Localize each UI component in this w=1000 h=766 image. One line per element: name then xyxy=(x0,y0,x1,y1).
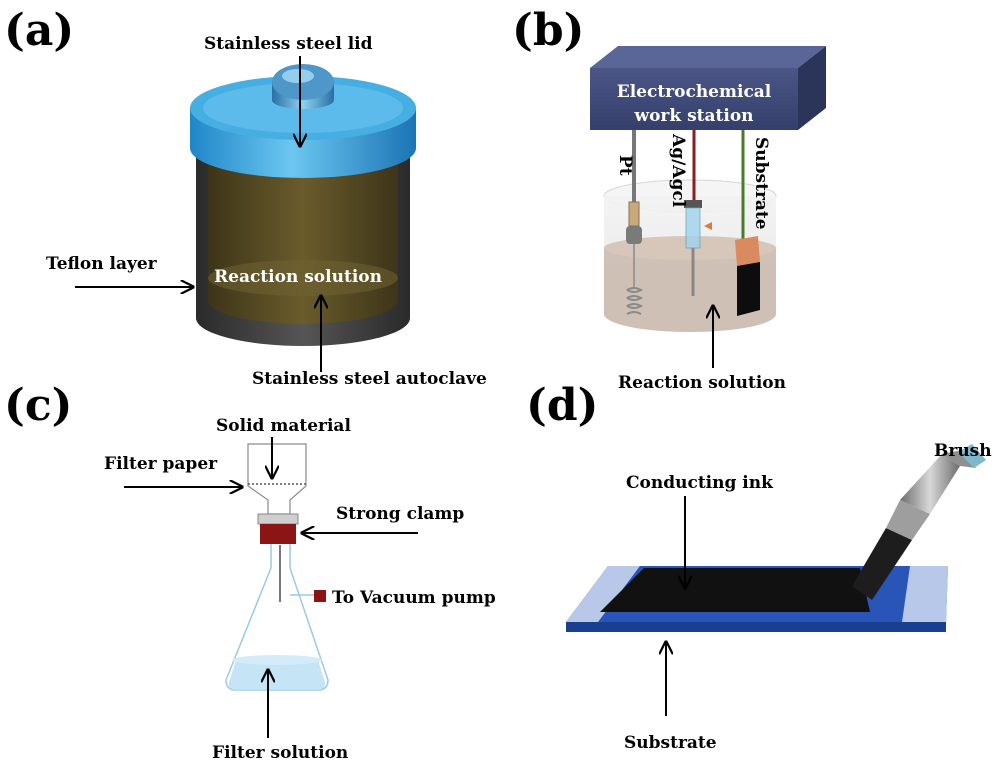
ref-label: Ag/Agcl xyxy=(668,133,688,208)
filter-paper-label: Filter paper xyxy=(104,454,218,474)
clamp-label: Strong clamp xyxy=(336,504,464,524)
ink-label: Conducting ink xyxy=(626,473,774,493)
solid-label: Solid material xyxy=(216,416,351,436)
panel-b: (b) Electrochemical work station xyxy=(512,5,826,393)
teflon-label: Teflon layer xyxy=(46,254,158,274)
beaker-graphic xyxy=(603,179,777,332)
panel-d-tag: (d) xyxy=(526,380,598,431)
panel-d: (d) Conducting ink Brush Substrate xyxy=(526,380,992,753)
pt-electrode xyxy=(626,130,644,315)
panel-c-tag: (c) xyxy=(4,380,72,431)
solution-label-b: Reaction solution xyxy=(618,373,786,393)
panel-c: (c) Solid material Filter paper Strong c… xyxy=(4,380,496,763)
station-line-1: Electrochemical xyxy=(617,82,772,102)
lid-label: Stainless steel lid xyxy=(204,34,373,54)
substrate-electrode xyxy=(735,130,760,316)
brush-graphic xyxy=(852,444,986,600)
brush-label: Brush xyxy=(934,441,992,461)
solution-label-a: Reaction solution xyxy=(214,267,382,287)
station-line-2: work station xyxy=(633,106,753,126)
pt-label: Pt xyxy=(615,155,635,176)
reference-electrode xyxy=(684,130,712,296)
panel-a-tag: (a) xyxy=(4,5,74,56)
autoclave-graphic xyxy=(190,64,416,346)
panel-b-tag: (b) xyxy=(512,5,584,56)
panel-a: (a) Stainless steel lid Teflon layer Rea… xyxy=(4,5,487,389)
substrate-label-b: Substrate xyxy=(751,137,771,230)
filter-flask-graphic xyxy=(225,443,329,691)
substrate-label-d: Substrate xyxy=(624,733,717,753)
workstation-box xyxy=(590,46,826,130)
filtrate-label: Filter solution xyxy=(212,743,348,763)
autoclave-label: Stainless steel autoclave xyxy=(252,369,487,389)
vacuum-label: To Vacuum pump xyxy=(332,588,496,608)
substrate-graphic xyxy=(566,566,948,632)
